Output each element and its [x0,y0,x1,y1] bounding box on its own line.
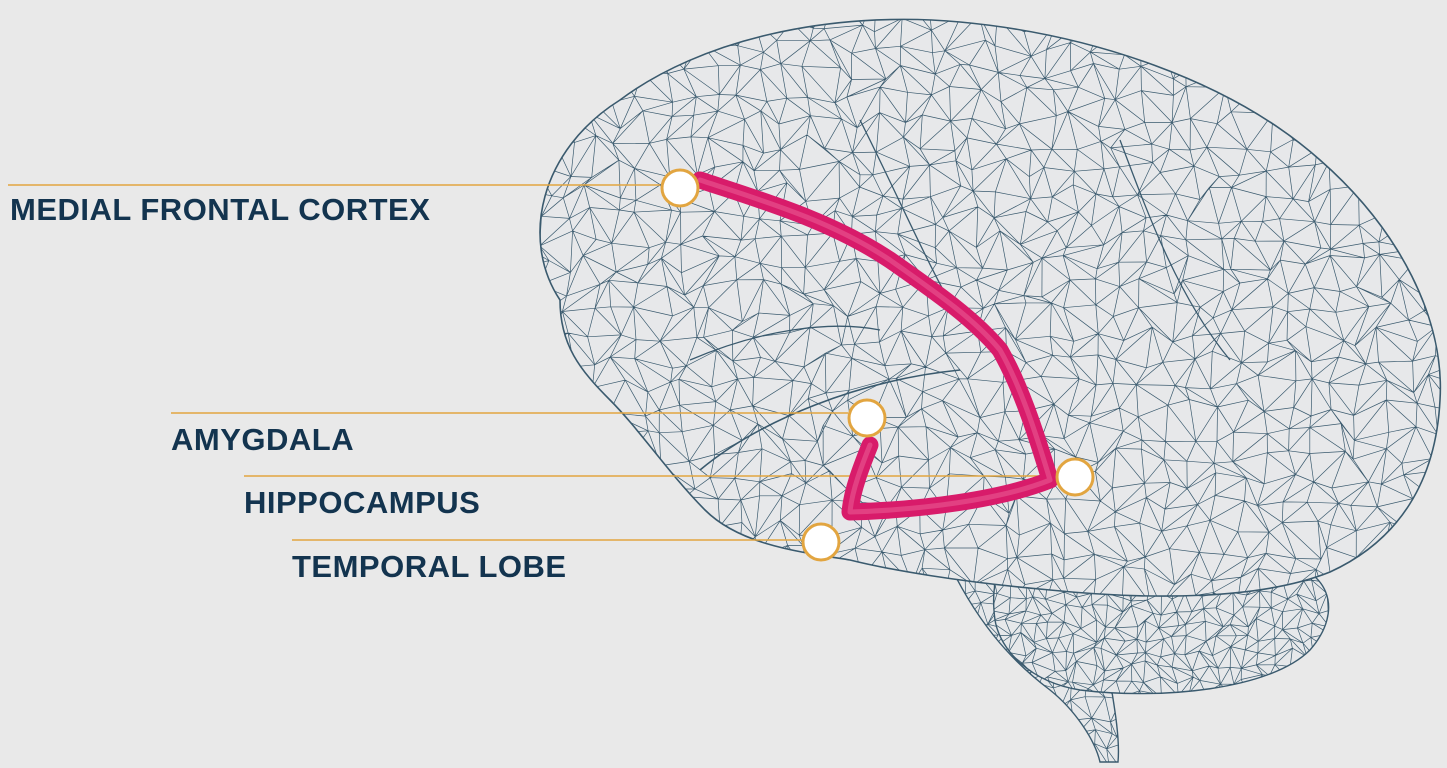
circle-marker-icon [1057,459,1093,495]
circle-marker-icon [803,524,839,560]
label-hippocampus: HIPPOCAMPUS [244,487,480,518]
circle-marker-icon [849,400,885,436]
circle-marker-icon [662,170,698,206]
label-amygdala: AMYGDALA [171,424,354,455]
brain-wireframe-icon [511,0,1447,632]
label-medial-frontal-cortex: MEDIAL FRONTAL CORTEX [10,194,430,225]
label-temporal-lobe: TEMPORAL LOBE [292,551,567,582]
